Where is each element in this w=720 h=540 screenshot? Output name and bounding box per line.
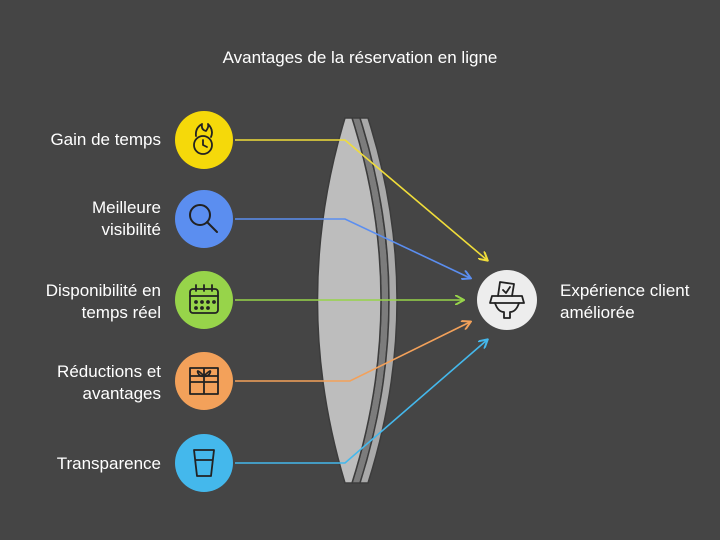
glass-icon bbox=[193, 449, 215, 477]
magnifier-icon bbox=[189, 204, 218, 233]
ballot-box-icon bbox=[489, 281, 525, 319]
input-node-transparence bbox=[175, 434, 233, 492]
stopwatch-fire-icon bbox=[193, 123, 213, 155]
label-gain-de-temps: Gain de temps bbox=[50, 130, 161, 149]
input-node-disponibilite bbox=[175, 271, 233, 329]
label-transparence: Transparence bbox=[56, 454, 161, 473]
calendar-icon bbox=[189, 284, 219, 314]
connector-transparence bbox=[235, 340, 487, 464]
input-node-gain-de-temps bbox=[175, 111, 233, 169]
input-node-reductions bbox=[175, 352, 233, 410]
diagram-title: Avantages de la réservation en ligne bbox=[222, 48, 498, 67]
connector-gain-de-temps bbox=[235, 139, 487, 260]
outcome-node bbox=[477, 270, 537, 330]
input-node-visibilite bbox=[175, 190, 233, 248]
gift-icon bbox=[189, 367, 219, 395]
connector-reductions bbox=[235, 322, 470, 382]
connector-visibilite bbox=[235, 218, 470, 278]
